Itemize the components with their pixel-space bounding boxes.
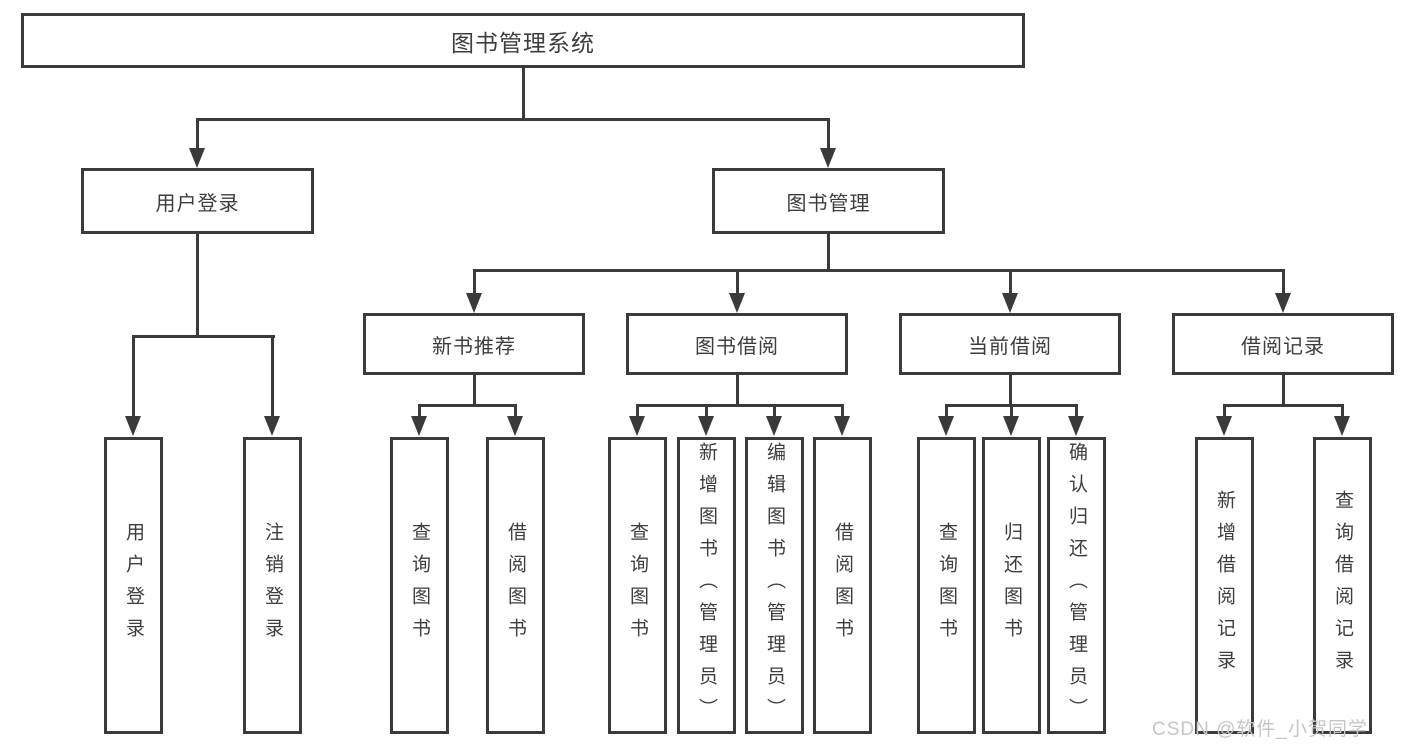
leaf-label: 新增借阅记录	[1214, 489, 1235, 682]
node-library-system: 图书管理系统	[21, 13, 1025, 68]
connector-arrowhead	[629, 416, 645, 436]
leaf-label: 借阅图书	[832, 521, 853, 650]
connector-arrowhead	[729, 293, 745, 313]
node-user-login: 用户登录	[81, 168, 314, 234]
connector-arrowhead	[507, 416, 523, 436]
leaf-label: 新增图书（管理员）	[696, 441, 717, 730]
connector-line	[772, 407, 776, 418]
node-label: 新书推荐	[432, 335, 516, 358]
connector-line	[1008, 375, 1012, 407]
leaf-query-borrow-record: 查询借阅记录	[1313, 437, 1372, 734]
leaf-logout-login: 注销登录	[243, 437, 302, 734]
connector-arrowhead	[1002, 293, 1018, 313]
connector-line	[1074, 407, 1078, 418]
leaf-edit-books-admin: 编辑图书（管理员）	[745, 437, 804, 734]
connector-arrowhead	[1275, 293, 1291, 313]
connector-arrowhead	[264, 416, 280, 436]
connector-arrowhead	[834, 416, 850, 436]
connector-line	[418, 404, 517, 407]
leaf-query-books-recommend: 查询图书	[390, 437, 449, 734]
node-label: 当前借阅	[968, 335, 1052, 358]
leaf-return-books: 归还图书	[982, 437, 1041, 734]
connector-arrowhead	[125, 416, 141, 436]
node-current-borrowing: 当前借阅	[899, 313, 1121, 375]
connector-line	[418, 407, 421, 418]
connector-line	[704, 407, 708, 418]
connector-line	[636, 407, 639, 418]
connector-line	[1009, 407, 1013, 418]
connector-arrowhead	[766, 416, 782, 436]
leaf-user-login: 用户登录	[104, 437, 163, 734]
node-label: 图书借阅	[695, 335, 779, 358]
leaf-label: 注销登录	[262, 521, 283, 650]
connector-line	[826, 121, 830, 151]
leaf-label: 用户登录	[123, 521, 144, 650]
connector-line	[513, 407, 517, 418]
node-label: 借阅记录	[1241, 335, 1325, 358]
connector-line	[131, 338, 135, 418]
connector-line	[195, 121, 199, 151]
leaf-label: 归还图书	[1001, 521, 1022, 650]
node-book-borrowing: 图书借阅	[626, 313, 848, 375]
connector-line	[270, 338, 274, 418]
node-label: 图书管理系统	[451, 29, 595, 56]
csdn-watermark: CSDN @软件_小贺同学	[1152, 719, 1368, 740]
connector-line	[472, 269, 1285, 272]
connector-arrowhead	[1216, 416, 1232, 436]
leaf-label: 查询图书	[936, 521, 957, 650]
leaf-borrow-books-borrowing: 借阅图书	[813, 437, 872, 734]
node-borrowing-records: 借阅记录	[1172, 313, 1394, 375]
node-new-book-recommendation: 新书推荐	[363, 313, 585, 375]
connector-line	[1222, 404, 1344, 407]
leaf-label: 借阅图书	[505, 521, 526, 650]
connector-line	[1008, 272, 1012, 295]
connector-arrowhead	[1003, 416, 1019, 436]
leaf-query-books-current: 查询图书	[917, 437, 976, 734]
leaf-label: 查询借阅记录	[1332, 489, 1353, 682]
connector-line	[841, 407, 844, 418]
connector-arrowhead	[1068, 416, 1084, 436]
connector-arrowhead	[1334, 416, 1350, 436]
connector-arrowhead	[820, 148, 836, 168]
node-label: 图书管理	[786, 192, 871, 215]
connector-line	[826, 234, 830, 272]
leaf-label: 查询图书	[627, 521, 648, 650]
connector-line	[735, 272, 739, 295]
connector-line	[1222, 407, 1226, 418]
leaf-borrow-books-recommend: 借阅图书	[486, 437, 545, 734]
connector-arrowhead	[411, 416, 427, 436]
leaf-add-books-admin: 新增图书（管理员）	[677, 437, 736, 734]
connector-line	[195, 234, 199, 338]
leaf-label: 编辑图书（管理员）	[764, 441, 785, 730]
connector-line	[944, 404, 1078, 407]
leaf-query-books-borrowing: 查询图书	[608, 437, 667, 734]
connector-arrowhead	[698, 416, 714, 436]
connector-arrowhead	[466, 293, 482, 313]
node-book-management: 图书管理	[712, 168, 945, 234]
connector-arrowhead	[938, 416, 954, 436]
connector-line	[472, 375, 476, 407]
connector-arrowhead	[189, 148, 205, 168]
connector-line	[636, 404, 844, 407]
leaf-confirm-return-admin: 确认归还（管理员）	[1047, 437, 1106, 734]
connector-line	[521, 68, 525, 120]
connector-line	[472, 272, 476, 295]
leaf-label: 确认归还（管理员）	[1066, 441, 1087, 730]
connector-line	[1341, 407, 1344, 418]
leaf-add-borrow-record: 新增借阅记录	[1195, 437, 1254, 734]
connector-line	[1281, 272, 1285, 295]
connector-line	[131, 335, 275, 338]
connector-line	[195, 118, 830, 121]
connector-line	[944, 407, 948, 418]
node-label: 用户登录	[155, 192, 240, 215]
leaf-label: 查询图书	[409, 521, 430, 650]
connector-line	[735, 375, 739, 407]
connector-line	[1281, 375, 1285, 407]
